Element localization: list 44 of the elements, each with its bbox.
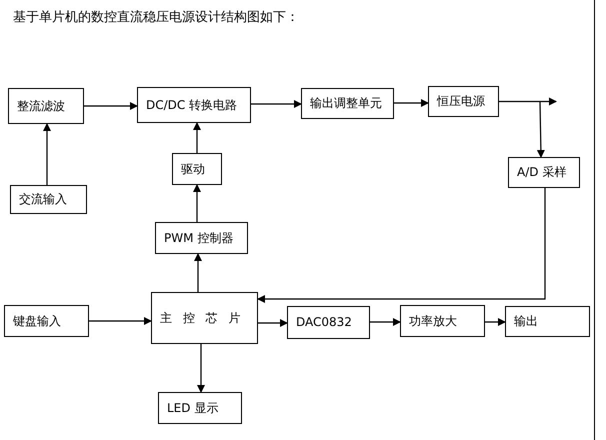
process-box (158, 392, 242, 424)
process-box (8, 88, 84, 124)
box-label: 驱动 (181, 162, 206, 176)
process-box (172, 153, 222, 185)
box-label: 整流滤波 (17, 98, 66, 114)
arrow (197, 344, 205, 393)
arrow (193, 184, 201, 222)
arrow (536, 101, 545, 158)
arrow (394, 99, 429, 107)
process-box (151, 292, 258, 344)
box-label: 交流输入 (19, 192, 68, 207)
process-box (137, 87, 251, 123)
process-box (508, 157, 580, 188)
arrow (370, 318, 401, 326)
arrow (89, 317, 152, 325)
process-box (301, 88, 394, 119)
box-label: 主控芯片 (160, 310, 249, 326)
arrow (193, 122, 201, 153)
arrow (251, 100, 302, 108)
arrow (258, 319, 288, 327)
process-box (505, 306, 590, 337)
box-label: 键盘输入 (13, 314, 62, 328)
process-box (4, 305, 89, 337)
arrow (485, 318, 506, 326)
box-label: 恒压电源 (437, 94, 486, 109)
box-label: LED 显示 (167, 400, 220, 416)
process-box (155, 222, 248, 254)
box-label: 功率放大 (409, 314, 458, 328)
arrow (84, 102, 138, 110)
box-label: PWM 控制器 (164, 230, 234, 246)
arrow (194, 253, 202, 292)
diagram-title: 基于单片机的数控直流稳压电源设计结构图如下： (13, 9, 299, 27)
box-label: A/D 采样 (517, 165, 568, 180)
box-label: 输出调整单元 (310, 96, 383, 111)
arrow (257, 188, 546, 303)
arrow (43, 123, 51, 185)
arrow (499, 98, 557, 106)
process-box (400, 305, 485, 337)
box-label: 输出 (514, 314, 539, 329)
box-label: DAC0832 (296, 315, 353, 330)
box-label: DC/DC 转换电路 (146, 98, 238, 112)
process-box (287, 306, 370, 339)
process-box (10, 185, 87, 214)
process-box (428, 86, 499, 117)
